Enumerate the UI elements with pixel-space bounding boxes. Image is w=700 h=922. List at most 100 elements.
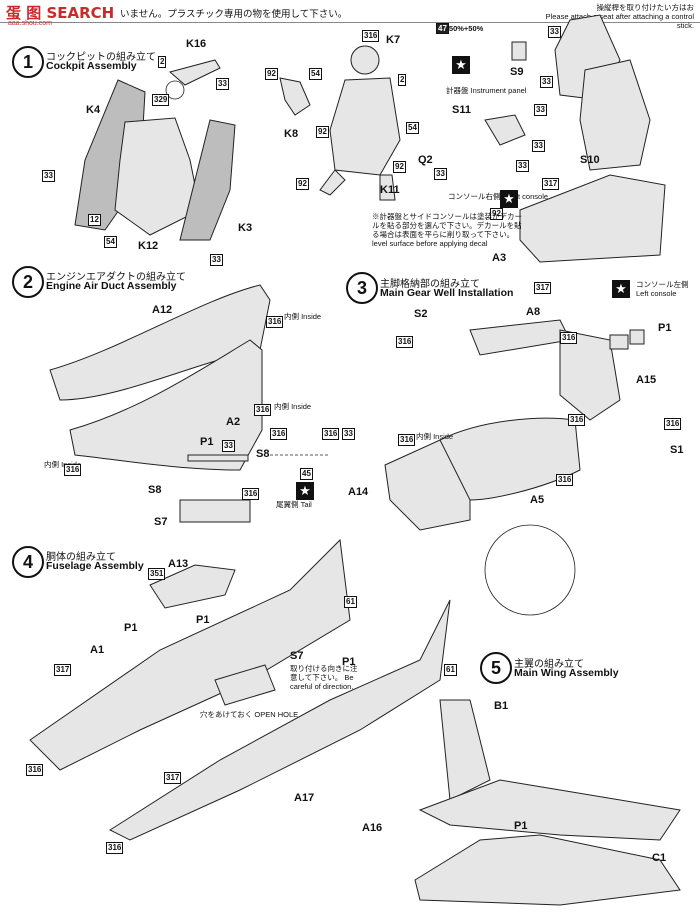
part-k4: K4: [86, 104, 101, 116]
part-q2: Q2: [418, 154, 433, 166]
color-61: 61: [344, 596, 357, 608]
color-316: 316: [270, 428, 288, 440]
color-316: 316: [568, 414, 586, 426]
gear-well-drawing: [384, 319, 645, 531]
tail-note: 尾翼側 Tail: [276, 500, 312, 509]
part-p1: P1: [658, 322, 672, 334]
part-k3: K3: [238, 222, 253, 234]
step-1-title-en: Cockpit Assembly: [46, 60, 137, 72]
part-s11: S11: [452, 104, 471, 116]
watermark-logo: 蛋 图 SEARCH: [6, 4, 115, 22]
color-54: 54: [104, 236, 117, 248]
color-329: 329: [152, 94, 170, 106]
left-console-note: コンソール左側 Left console: [636, 280, 689, 298]
color-317: 317: [534, 282, 552, 294]
fuselage-drawing: [29, 524, 576, 841]
part-k16: K16: [186, 38, 207, 50]
color-317: 317: [164, 772, 182, 784]
inside-note: 内側 Inside: [274, 402, 312, 411]
part-a14: A14: [348, 486, 369, 498]
inside-note: 内側 Inside: [416, 432, 454, 441]
color-316: 316: [64, 464, 82, 476]
part-k8: K8: [284, 128, 299, 140]
decal-note: ※計器盤とサイドコンソールは塗装かデカールを貼る部分を選んで下さい。デカールを貼…: [372, 212, 522, 248]
color-316: 316: [556, 474, 574, 486]
color-316: 316: [26, 764, 44, 776]
step-4-title-jp: 胴体の組み立て: [46, 552, 116, 563]
part-a13: A13: [168, 558, 189, 570]
color-33: 33: [532, 140, 545, 152]
step-5-title-jp: 主翼の組み立て: [514, 659, 584, 670]
decal-star-icon: ★: [612, 280, 630, 298]
seat-and-console-drawing: [484, 14, 666, 263]
color-33: 33: [434, 168, 447, 180]
color-316: 316: [362, 30, 380, 42]
pilot-figure-drawing: [279, 45, 401, 201]
color-316: 316: [242, 488, 260, 500]
step-4-number: 4: [12, 546, 44, 578]
color-47: 47: [436, 23, 449, 34]
part-a2: A2: [226, 416, 241, 428]
part-k7: K7: [386, 34, 401, 46]
air-duct-drawing: [49, 284, 330, 523]
color-61: 61: [444, 664, 457, 676]
direction-note: 取り付ける向きに注意して下さい。 Be careful of direction…: [290, 664, 358, 691]
color-316: 316: [398, 434, 416, 446]
color-33: 33: [540, 76, 553, 88]
part-k11: K11: [380, 184, 400, 196]
part-s2: S2: [414, 308, 428, 320]
part-a5: A5: [530, 494, 545, 506]
color-316: 316: [254, 404, 272, 416]
color-54: 54: [406, 122, 419, 134]
part-p1: P1: [124, 622, 138, 634]
part-a3: A3: [492, 252, 507, 264]
step-1-number: 1: [12, 46, 44, 78]
color-316: 316: [664, 418, 682, 430]
color-12: 12: [88, 214, 101, 226]
part-p1: P1: [514, 820, 528, 832]
color-92: 92: [393, 161, 406, 173]
part-a16: A16: [362, 822, 383, 834]
step-3-number: 3: [346, 272, 378, 304]
inside-note: 内側 Inside: [44, 460, 82, 469]
color-33: 33: [516, 160, 529, 172]
step-5-title-en: Main Wing Assembly: [514, 667, 619, 679]
color-2: 2: [398, 74, 407, 86]
cockpit-parts-drawing: [74, 59, 236, 241]
part-s10: S10: [580, 154, 600, 166]
watermark-url: aaa.shou.com: [8, 20, 52, 27]
decal-star-icon: ★: [500, 190, 518, 208]
part-a12: A12: [152, 304, 173, 316]
part-a15: A15: [636, 374, 657, 386]
color-33: 33: [342, 428, 355, 440]
part-p1: P1: [196, 614, 210, 626]
color-33: 33: [216, 78, 229, 90]
part-s7: S7: [290, 650, 304, 662]
color-316: 316: [106, 842, 124, 854]
color-45: 45: [300, 468, 313, 480]
step-3-title-en: Main Gear Well Installation: [380, 287, 514, 299]
color-351: 351: [148, 568, 166, 580]
color-317: 317: [542, 178, 560, 190]
part-p1: P1: [342, 656, 356, 668]
color-54: 54: [309, 68, 322, 80]
step-4-title-en: Fuselage Assembly: [46, 560, 144, 572]
part-s8: S8: [256, 448, 270, 460]
right-note-en: Please attach a seat after attaching a c…: [545, 12, 694, 30]
step-5-number: 5: [480, 652, 512, 684]
color-316: 316: [266, 316, 284, 328]
color-33: 33: [210, 254, 223, 266]
part-s7: S7: [154, 516, 168, 528]
right-note-jp: 操縦桿を取り付けたい方はお: [596, 3, 695, 12]
part-s8: S8: [148, 484, 162, 496]
color-92: 92: [316, 126, 329, 138]
color-92: 92: [490, 208, 503, 220]
page-header: [0, 0, 700, 23]
part-a1: A1: [90, 644, 105, 656]
color-317: 317: [54, 664, 72, 676]
color-33: 33: [534, 104, 547, 116]
step-2-title-jp: エンジンエアダクトの組み立て: [46, 272, 186, 283]
paint-ratio-text: 50%+50%: [448, 24, 484, 33]
decal-star-icon: ★: [452, 56, 470, 74]
part-k12: K12: [138, 240, 159, 252]
